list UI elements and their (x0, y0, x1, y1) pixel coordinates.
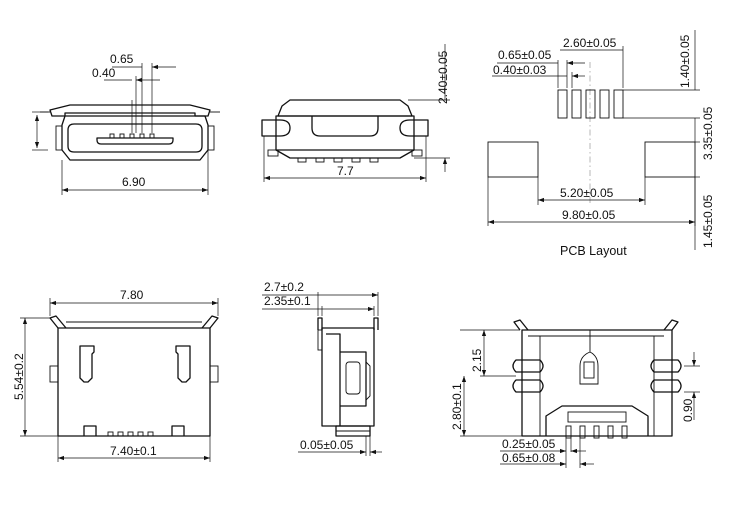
pcb-pad-length-label: 1.40±0.05 (678, 34, 692, 88)
pcb-pad-gap-label: 0.40±0.03 (493, 63, 547, 77)
top-view: 7.80 5.54±0.2 7.40±0.1 (12, 288, 219, 462)
pcb-pad-width-label: 0.65±0.05 (498, 48, 552, 62)
top-body-width-label: 7.40±0.1 (110, 444, 157, 458)
pcb-layout: 2.60±0.05 0.65±0.05 0.40±0.03 1.40±0.05 … (487, 30, 715, 258)
bottom-height-lower-label: 2.80±0.1 (450, 383, 464, 430)
pcb-layout-caption: PCB Layout (560, 244, 627, 258)
bottom-height-upper-label: 2.15 (470, 348, 484, 372)
bottom-pin-width-label: 0.25±0.05 (502, 437, 556, 451)
pcb-pad-to-anchor-label: 3.35±0.05 (701, 106, 715, 160)
front-view: 0.65 0.40 6.90 (32, 52, 220, 195)
side-height-label: 2.40±0.05 (436, 50, 450, 104)
bottom-tab-height-label: 0.90 (681, 398, 695, 422)
side-view: 2.40±0.05 7.7 (261, 44, 450, 182)
bottom-view: 2.15 2.80±0.1 0.90 0.25±0.05 0.65±0.08 (450, 319, 700, 468)
front-pin-width-label: 0.40 (92, 66, 116, 80)
pcb-anchor-height-label: 1.45±0.05 (701, 194, 715, 248)
top-depth-label: 5.54±0.2 (12, 353, 26, 400)
end-width-inner-label: 2.35±0.1 (264, 294, 311, 308)
end-view: 2.7±0.2 2.35±0.1 0.05±0.05 (262, 280, 382, 456)
side-length-label: 7.7 (337, 164, 354, 178)
pcb-anchor-outer-label: 9.80±0.05 (562, 208, 616, 222)
end-offset-label: 0.05±0.05 (300, 438, 354, 452)
bottom-pin-pitch-label: 0.65±0.08 (502, 451, 556, 465)
end-width-outer-label: 2.7±0.2 (264, 280, 304, 294)
pcb-pad-span-label: 2.60±0.05 (563, 36, 617, 50)
front-overall-width-label: 6.90 (122, 175, 146, 189)
front-pin-pitch-label: 0.65 (110, 52, 134, 66)
top-width-label: 7.80 (120, 288, 144, 302)
pcb-anchor-inner-label: 5.20±0.05 (560, 186, 614, 200)
